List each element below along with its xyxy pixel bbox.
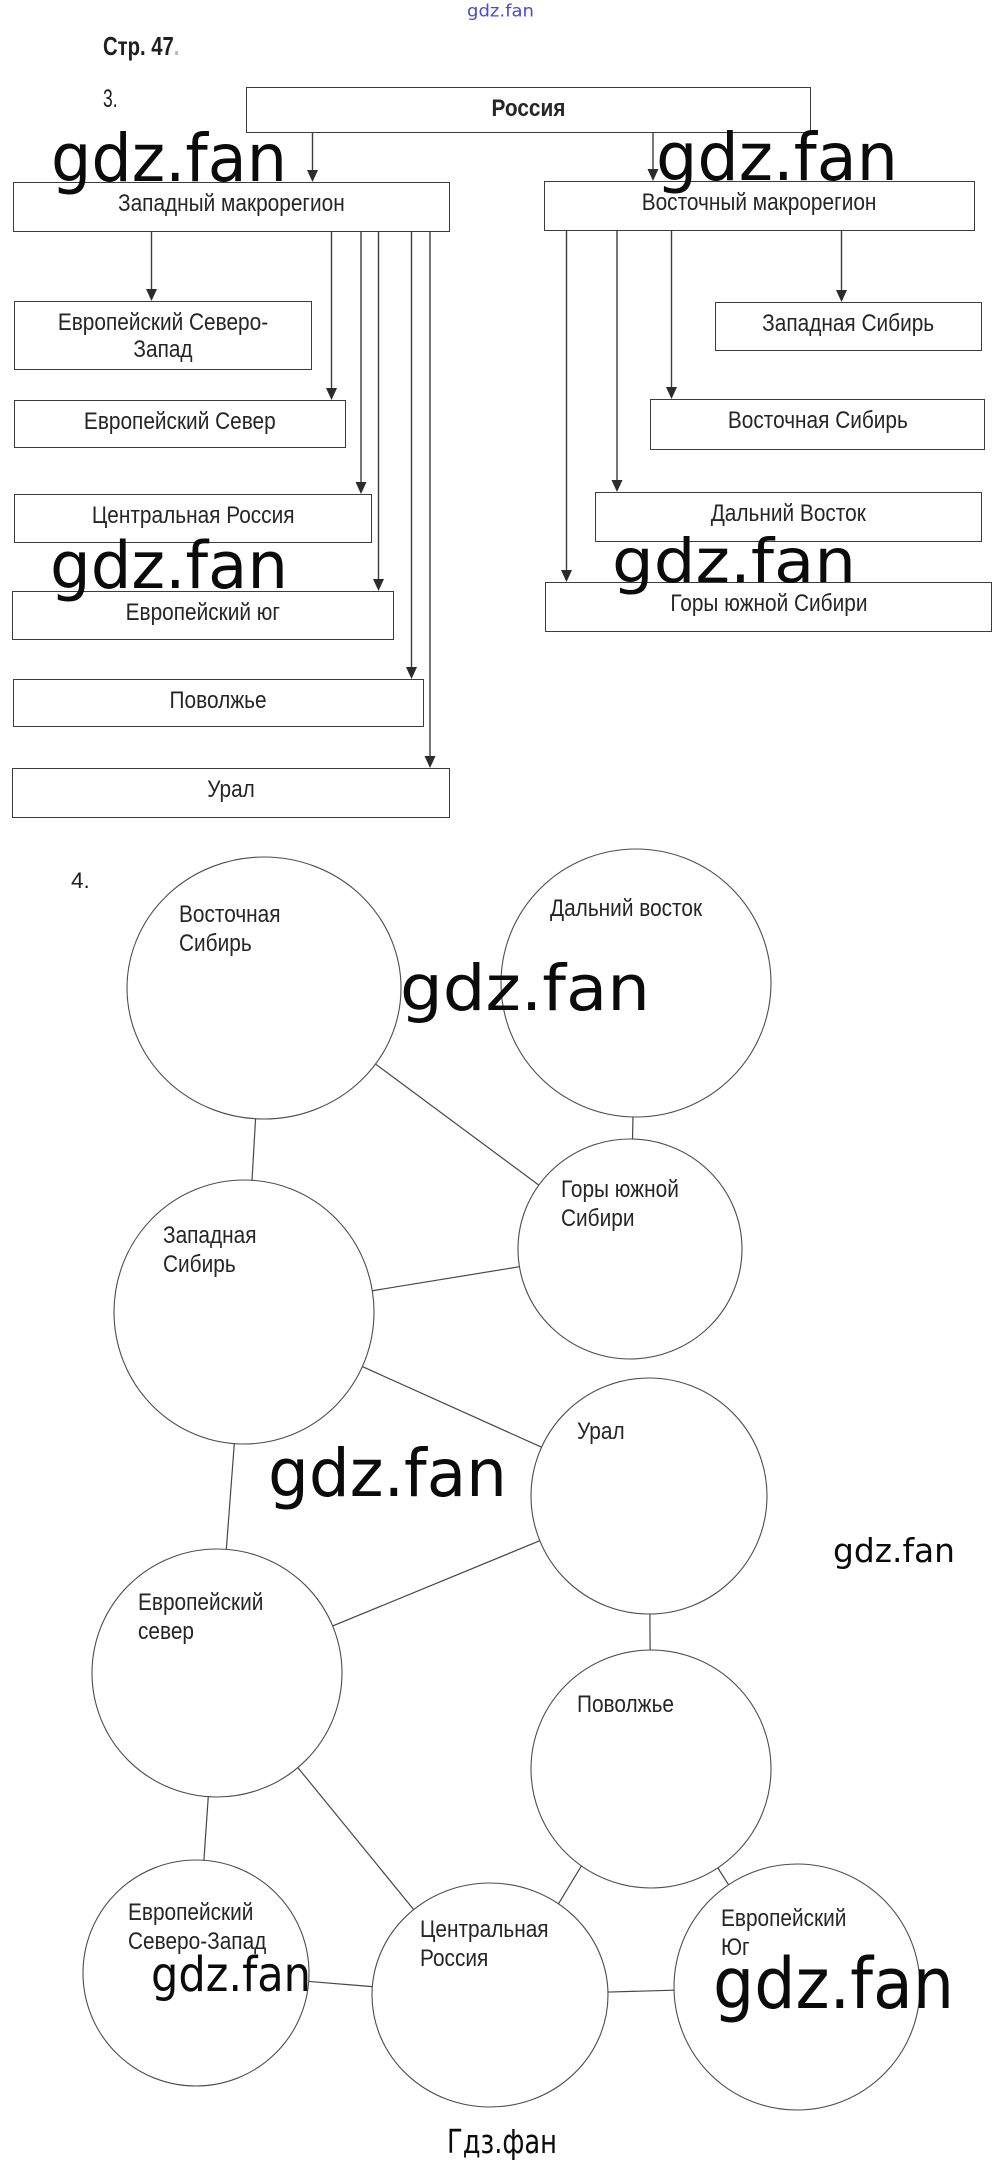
link-cr-eu [607,1989,675,1993]
watermark-0: gdz.fan [467,2,534,22]
circle-label-vs: Восточная Сибирь [179,901,281,957]
link-zs-gus [372,1266,520,1292]
link-vs-zs [251,1118,257,1181]
flow-box-west-child-0: Европейский Северо-Запад [14,301,312,370]
flow-box-east-child-3-label: Горы южной Сибири [669,590,868,617]
circle-label-eu: Европейский Юг [721,1905,847,1961]
watermark-4: gdz.fan [612,526,856,597]
flow-arrow-west-2-head [355,482,367,494]
circle-label-cr: Центральная Россия [420,1916,549,1972]
flow-box-west-child-3-label: Европейский юг [125,599,281,626]
watermark-8: gdz.fan [151,1947,311,2003]
watermark-1: gdz.fan [51,120,287,197]
watermark-3: gdz.fan [50,529,288,604]
watermark-5: gdz.fan [400,952,650,1025]
flow-box-west-child-5: Урал [12,768,450,818]
circle-vs [126,856,402,1120]
flow-box-west-macroregion-label: Западный макрорегион [118,190,345,217]
task3-label: 3. [103,85,118,113]
circle-label-ural: Урал [577,1418,625,1445]
page-title: Стр. 47. [103,31,179,62]
flow-arrow-east-3-head [561,570,572,582]
circle-label-pv: Поволжье [577,1691,675,1718]
circle-ural [530,1377,768,1615]
circle-gus [517,1138,743,1360]
flow-box-west-child-2: Центральная Россия [14,494,372,543]
flow-box-west-child-2-label: Центральная Россия [91,502,295,529]
watermark-6: gdz.fan [268,1435,507,1512]
flow-box-russia: Россия [246,87,811,133]
flow-box-west-child-1: Европейский Север [14,400,346,448]
flow-box-east-child-2-label: Дальний Восток [710,500,867,527]
flow-box-east-child-0: Западная Сибирь [715,302,982,351]
circle-label-es: Европейский север [138,1589,264,1645]
flow-arrow-east-1-head [666,387,677,399]
circle-pv [530,1649,772,1889]
flow-arrow-east-0-head [836,290,847,302]
link-zs-es [225,1443,235,1550]
link-pv-cr [557,1865,582,1905]
watermark-9: gdz.fan [713,1943,954,2025]
flow-box-east-macroregion-label: Восточный макрорегион [642,189,877,216]
link-es-esz [203,1796,209,1861]
flow-box-east-child-0-label: Западная Сибирь [762,310,935,337]
circle-esz [82,1859,310,2087]
flow-arrow-west-1-head [326,388,337,400]
flow-arrow-root-west-head [307,170,318,182]
flow-box-west-child-1-label: Европейский Север [84,408,276,435]
circle-label-esz: Европейский Северо-Запад [128,1899,267,1955]
circle-cr [371,1882,609,2108]
circle-es [91,1548,343,1798]
circle-label-gus: Горы южной Сибири [561,1176,679,1232]
link-vs-gus [375,1063,540,1186]
link-ural-es [332,1540,541,1627]
flow-arrow-west-0-head [146,289,157,301]
flow-box-west-macroregion: Западный макрорегион [13,182,450,232]
circle-label-dv: Дальний восток [550,895,703,922]
flow-box-east-child-2: Дальний Восток [595,492,982,542]
flow-box-west-child-4-label: Поволжье [169,687,268,714]
link-zs-ural [362,1366,542,1448]
flow-box-west-child-0-label: Европейский Северо-Запад [57,309,269,363]
flow-box-east-macroregion: Восточный макрорегион [544,181,975,231]
flow-box-russia-label: Россия [491,95,566,122]
page-title-text: Стр. 47 [103,31,174,61]
flow-arrow-west-4-head [406,667,417,679]
flow-box-east-child-1-label: Восточная Сибирь [727,407,908,434]
task4-label: 4. [71,868,90,893]
flow-box-east-child-3: Горы южной Сибири [545,582,992,632]
circle-zs [113,1179,375,1445]
link-pv-eu [717,1867,730,1886]
link-esz-cr [308,1980,373,1988]
flow-arrow-east-2-head [611,480,623,492]
circle-label-zs: Западная Сибирь [163,1222,257,1278]
flow-box-east-child-1: Восточная Сибирь [650,399,985,450]
watermark-2: gdz.fan [656,119,898,196]
circle-dv [500,848,772,1118]
link-es-cr [297,1767,415,1910]
flow-box-west-child-5-label: Урал [207,776,255,803]
watermark-7: gdz.fan [833,1531,955,1570]
flow-box-west-child-4: Поволжье [13,679,424,727]
flow-arrow-root-east-head [647,169,659,181]
footer-brand: Гдз.фан [447,2122,557,2160]
circle-eu [673,1863,921,2111]
flow-arrow-west-5-head [424,756,436,768]
page-title-faded-period: . [173,31,180,61]
flow-arrow-west-3-head [373,579,384,591]
flow-box-west-child-3: Европейский юг [12,591,394,640]
